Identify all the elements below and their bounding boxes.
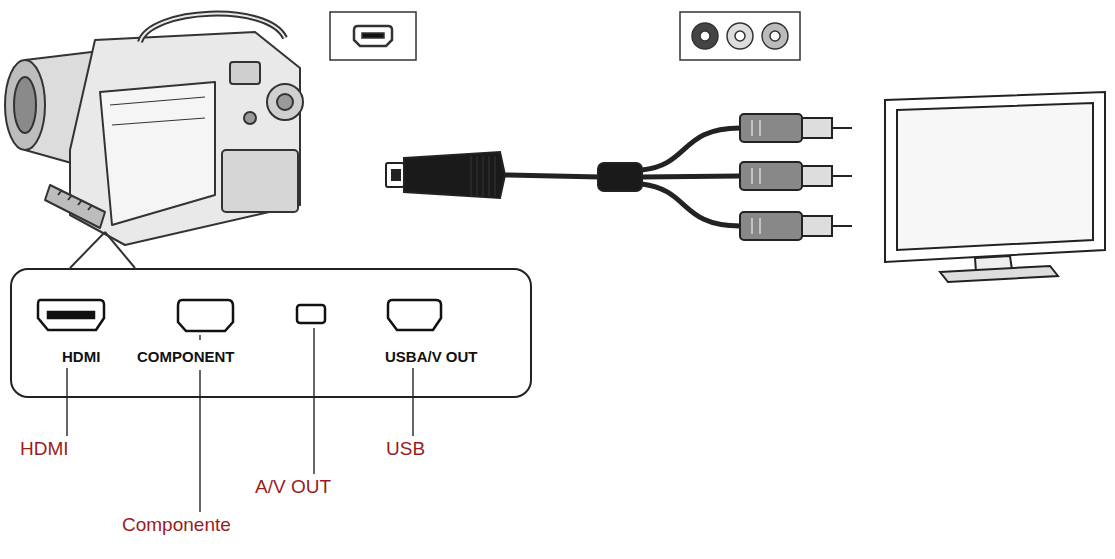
port-name: HDMI <box>62 348 100 365</box>
port-icon-boxes <box>330 12 800 60</box>
port-name: USBA/V OUT <box>385 348 478 365</box>
television <box>885 92 1105 282</box>
ports <box>38 300 441 331</box>
callout-label: USB <box>384 438 427 460</box>
callout-line <box>70 232 135 268</box>
callout-label: A/V OUT <box>253 476 333 498</box>
av-cable <box>386 114 852 240</box>
camcorder <box>5 14 303 245</box>
callout-label: Componente <box>120 514 233 536</box>
connector-panel: HDMI COMPONENT USBA/V OUT <box>10 268 532 398</box>
port-name: COMPONENT <box>137 348 235 365</box>
leader-lines <box>67 328 413 512</box>
callout-label: HDMI <box>18 438 71 460</box>
